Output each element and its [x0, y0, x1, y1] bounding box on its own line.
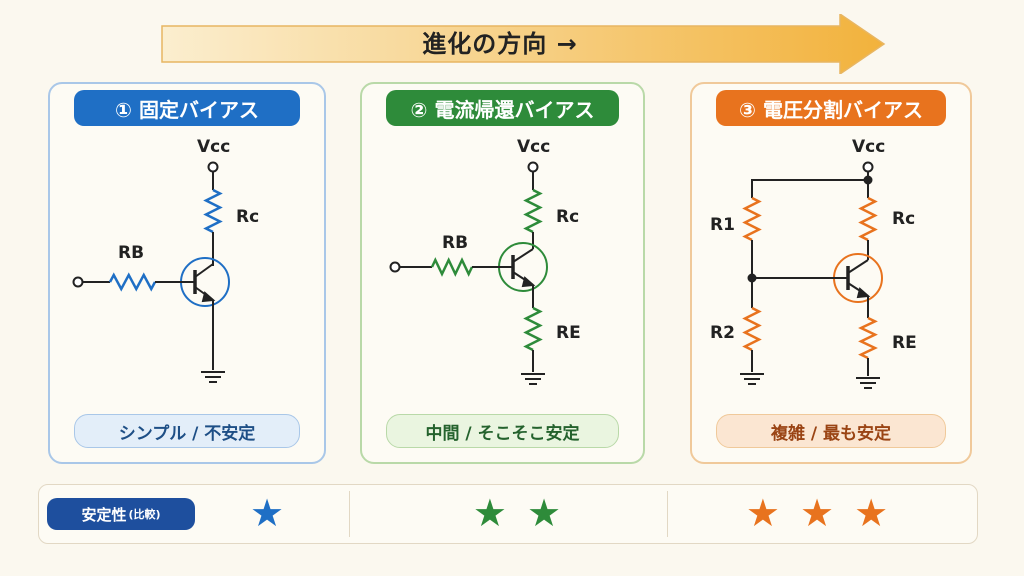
- panel-title: ① 固定バイアス: [74, 90, 300, 126]
- stars-fixed-bias: ★: [249, 491, 289, 535]
- panel-voltage-divider-bias: ③ 電圧分割バイアス 複雑 / 最も安定: [690, 82, 972, 464]
- panel-title: ③ 電圧分割バイアス: [716, 90, 946, 126]
- stability-comparison-bar: 安定性(比較) ★ ★ ★ ★ ★ ★: [38, 484, 978, 544]
- evolution-arrow: [161, 14, 886, 74]
- divider: [349, 491, 350, 537]
- evolution-title: 進化の方向 →: [422, 30, 578, 58]
- stability-label: 安定性(比較): [47, 498, 195, 530]
- stability-label-note: (比較): [128, 508, 161, 521]
- panel-footer: シンプル / 不安定: [74, 414, 300, 448]
- divider: [667, 491, 668, 537]
- panel-fixed-bias: ① 固定バイアス シンプル / 不安定: [48, 82, 326, 464]
- panel-current-feedback-bias: ② 電流帰還バイアス 中間 / そこそこ安定: [360, 82, 645, 464]
- stability-label-text: 安定性: [81, 505, 127, 524]
- stars-voltage-divider-bias: ★ ★ ★: [745, 491, 893, 535]
- stars-current-feedback-bias: ★ ★: [472, 491, 566, 535]
- panel-title: ② 電流帰還バイアス: [386, 90, 619, 126]
- panel-footer: 中間 / そこそこ安定: [386, 414, 619, 448]
- panel-footer: 複雑 / 最も安定: [716, 414, 946, 448]
